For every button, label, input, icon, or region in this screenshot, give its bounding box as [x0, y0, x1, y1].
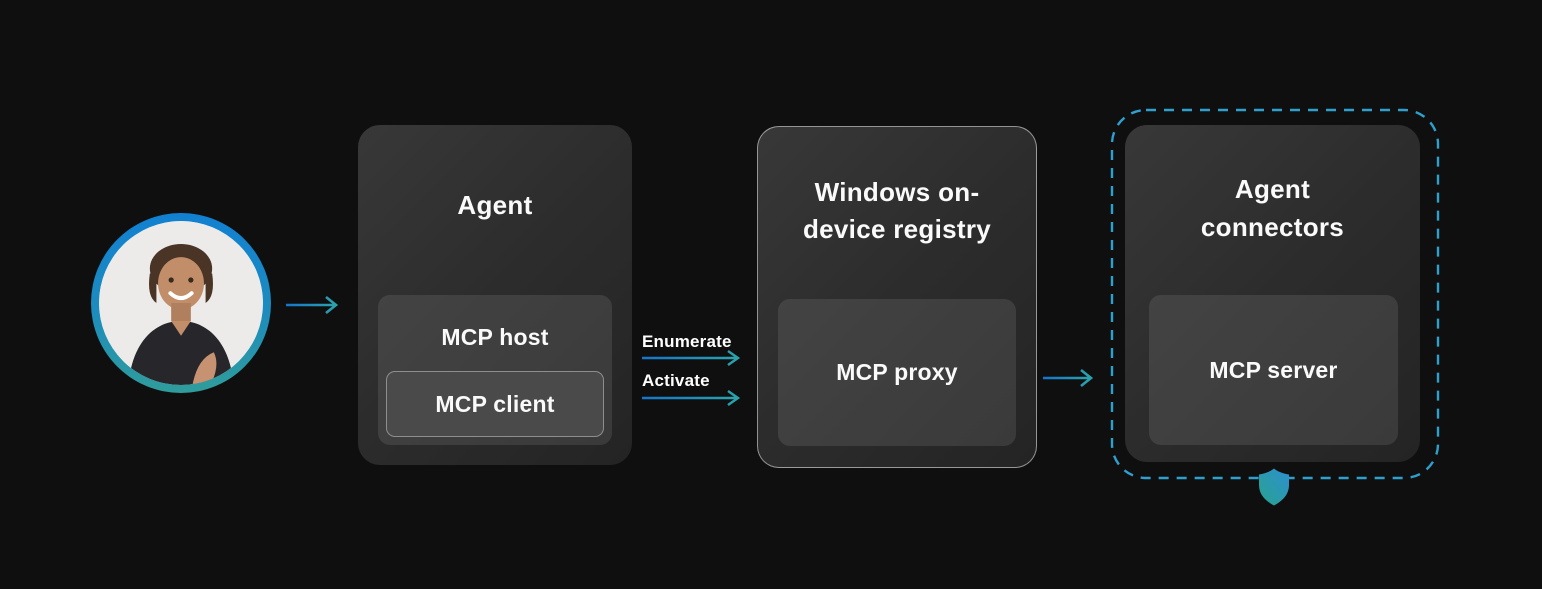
arrow-registry-to-connectors-icon [1043, 368, 1094, 388]
agent-connectors-title: Agent connectors [1125, 170, 1420, 246]
arrow-enumerate-icon [642, 350, 741, 366]
mcp-client-box: MCP client [386, 371, 604, 437]
mcp-host-box: MCP host MCP client [378, 295, 612, 445]
registry-node: Windows on- device registry MCP proxy [757, 126, 1037, 468]
agent-node-title: Agent [457, 190, 533, 220]
activate-label: Activate [642, 371, 710, 390]
user-avatar [91, 213, 271, 393]
person-icon [99, 221, 263, 385]
mcp-client-label: MCP client [435, 390, 555, 417]
registry-title-line2: device registry [802, 214, 992, 244]
security-shield-icon [1259, 468, 1289, 506]
user-avatar-photo [99, 221, 263, 385]
agent-connectors-node: Agent connectors MCP server [1125, 125, 1420, 462]
agent-node: Agent MCP host MCP client [358, 125, 632, 465]
connectors-title-line2: connectors [1200, 212, 1345, 242]
enumerate-label: Enumerate [642, 332, 732, 351]
mcp-server-box: MCP server [1149, 295, 1398, 445]
mcp-server-label: MCP server [1209, 356, 1338, 383]
mcp-proxy-box: MCP proxy [778, 299, 1016, 446]
arrow-activate-icon [642, 390, 741, 406]
arrow-user-to-agent-icon [286, 295, 339, 315]
registry-node-title: Windows on- device registry [758, 174, 1036, 248]
mcp-host-label: MCP host [441, 324, 549, 350]
connectors-title-line1: Agent [1234, 174, 1311, 204]
registry-title-line1: Windows on- [814, 177, 980, 207]
mcp-proxy-label: MCP proxy [836, 359, 958, 385]
